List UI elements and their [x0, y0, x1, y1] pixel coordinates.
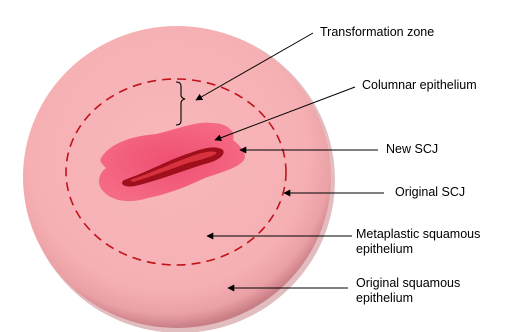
- label-columnar-epithelium: Columnar epithelium: [362, 78, 477, 93]
- label-original-squamous-epithelium: Original squamous epithelium: [356, 276, 486, 306]
- label-new-scj: New SCJ: [386, 142, 438, 157]
- label-original-scj: Original SCJ: [395, 185, 465, 200]
- label-metaplastic-squamous-epithelium: Metaplastic squamous epithelium: [356, 227, 516, 257]
- label-transformation-zone: Transformation zone: [320, 25, 434, 40]
